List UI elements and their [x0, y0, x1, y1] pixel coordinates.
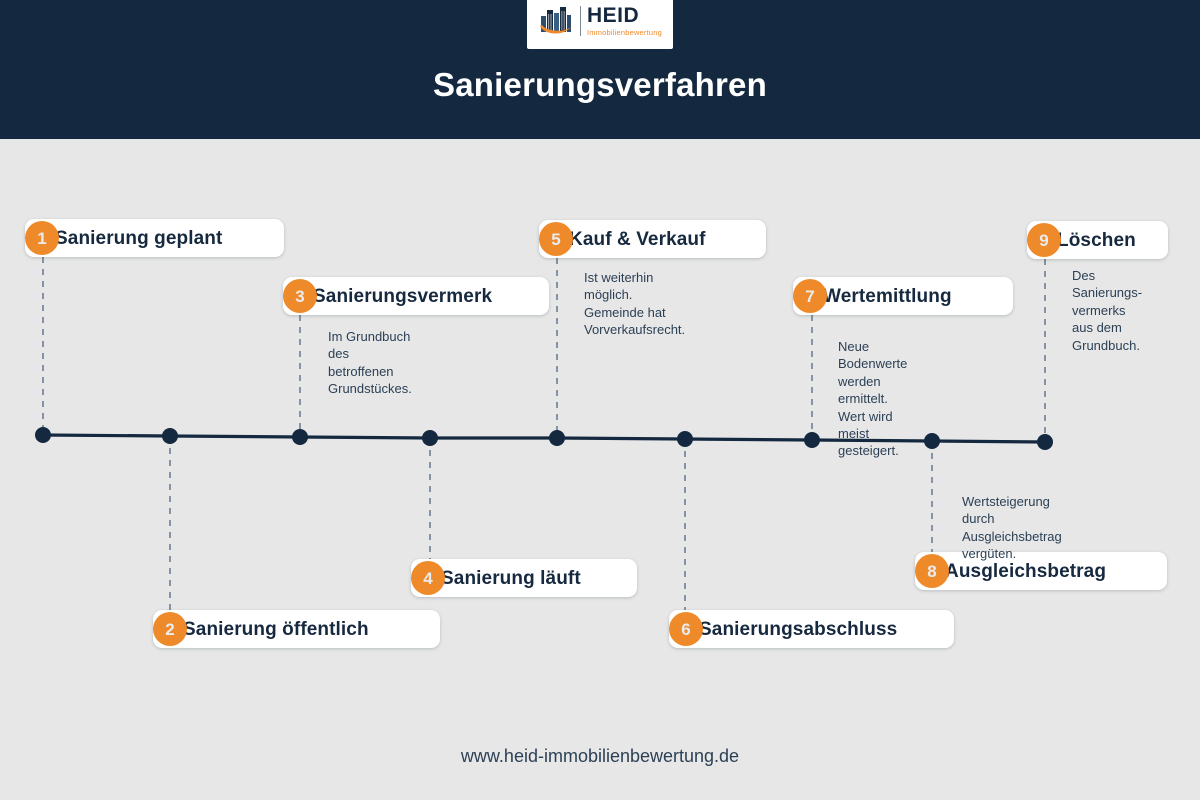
step-label-pill[interactable]: Wertemittlung	[793, 277, 1013, 315]
logo-tagline: Immobilienbewertung	[587, 28, 662, 38]
step-label: Sanierung läuft	[441, 567, 581, 589]
step-description: Neue Bodenwerte werden ermittelt. Wert w…	[838, 339, 908, 459]
page-title: Sanierungsverfahren	[433, 66, 767, 103]
logo-divider	[580, 6, 581, 36]
step-description: Wertsteigerung durch Ausgleichsbetrag ve…	[962, 494, 1062, 562]
timeline-node-dot	[549, 430, 565, 446]
step-number-badge: 6	[669, 612, 703, 646]
step-number-badge: 1	[25, 221, 59, 255]
step-description: Im Grundbuch des betroffenen Grundstücke…	[328, 329, 412, 397]
step-number-badge: 4	[411, 561, 445, 595]
step-description: Des Sanierungs- vermerks aus dem Grundbu…	[1072, 268, 1143, 353]
timeline-node-dot	[804, 432, 820, 448]
timeline-node-dot	[162, 428, 178, 444]
timeline-node-dot	[677, 431, 693, 447]
step-label: Sanierung öffentlich	[183, 618, 369, 640]
timeline-node-dot	[35, 427, 51, 443]
step-label: Ausgleichsbetrag	[945, 560, 1107, 582]
timeline-node-dot	[1037, 434, 1053, 450]
step-label-pill[interactable]: Sanierung läuft	[411, 559, 637, 597]
step-label-pill[interactable]: Kauf & Verkauf	[539, 220, 766, 258]
step-label-pill[interactable]: Sanierungsvermerk	[283, 277, 549, 315]
timeline-node-dot	[292, 429, 308, 445]
step-number-badge: 3	[283, 279, 317, 313]
step-label: Sanierung geplant	[55, 227, 223, 249]
heid-logo: HEID Immobilienbewertung	[527, 0, 673, 49]
step-label: Sanierungsvermerk	[313, 285, 493, 307]
header-band: HEID Immobilienbewertung Sanierungsverfa…	[0, 0, 1200, 139]
timeline-node-dot	[924, 433, 940, 449]
step-number-badge: 5	[539, 222, 573, 256]
step-label-pill[interactable]: Ausgleichsbetrag	[915, 552, 1167, 590]
step-label: Sanierungsabschluss	[699, 618, 898, 640]
step-label: Löschen	[1057, 229, 1136, 251]
step-label: Wertemittlung	[823, 285, 952, 307]
logo-wordmark: HEID Immobilienbewertung	[587, 5, 662, 36]
step-label-pill[interactable]: Sanierung geplant	[25, 219, 284, 257]
step-number-badge: 2	[153, 612, 187, 646]
step-number-badge: 7	[793, 279, 827, 313]
step-number-badge: 8	[915, 554, 949, 588]
step-label-pill[interactable]: Sanierungsabschluss	[669, 610, 954, 648]
timeline-node-dot	[422, 430, 438, 446]
building-swoosh-icon	[538, 4, 574, 38]
step-label: Kauf & Verkauf	[569, 228, 706, 250]
footer-url: www.heid-immobilienbewertung.de	[460, 746, 740, 766]
step-label-pill[interactable]: Sanierung öffentlich	[153, 610, 440, 648]
step-number-badge: 9	[1027, 223, 1061, 257]
step-description: Ist weiterhin möglich. Gemeinde hat Vorv…	[584, 270, 686, 338]
logo-name: HEID	[587, 4, 640, 28]
